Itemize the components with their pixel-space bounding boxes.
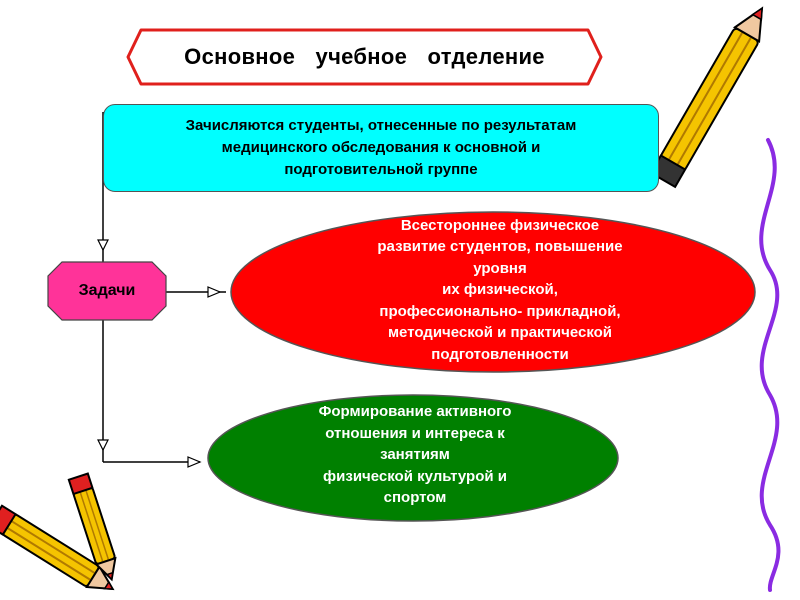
squiggle-line: [761, 140, 778, 590]
arrow-right-2: [188, 457, 200, 467]
tasks-label: Задачи: [48, 262, 166, 320]
arrow-down-2: [98, 440, 108, 450]
diagram-title: Основное учебное отделение: [127, 28, 602, 86]
task-1-text: Всестороннее физическое развитие студент…: [290, 210, 710, 370]
enrollment-box: Зачисляются студенты, отнесенные по резу…: [103, 104, 659, 192]
pencil-top-right-icon: [651, 1, 774, 186]
arrow-right-1: [208, 287, 220, 297]
task-2-text: Формирование активного отношения и интер…: [250, 396, 580, 514]
arrow-down-1: [98, 240, 108, 250]
